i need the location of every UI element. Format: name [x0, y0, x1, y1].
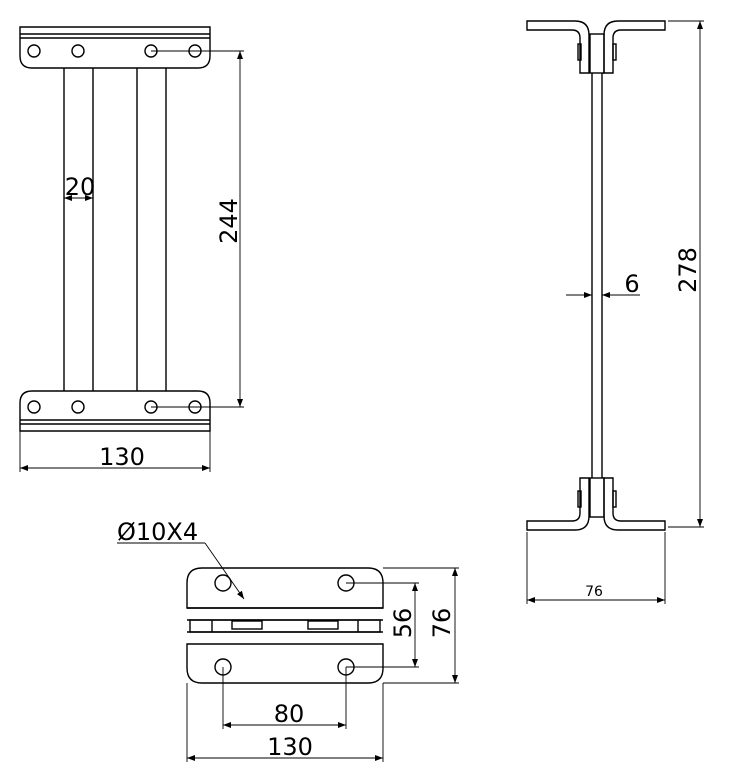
- dimension-front-height: 244: [215, 198, 243, 244]
- top-view: Ø10X4 56 76 80 130: [117, 518, 459, 762]
- dimension-hole-spacing-horizontal: 80: [274, 700, 305, 728]
- hole-callout: Ø10X4: [117, 518, 198, 546]
- bottom-plate: [19, 390, 211, 432]
- dimension-front-width: 130: [99, 443, 145, 471]
- dimension-rod-thickness: 6: [624, 270, 639, 298]
- top-plate: [19, 26, 211, 69]
- dimension-side-depth: 76: [585, 584, 603, 600]
- dimension-overall-height: 76: [428, 608, 456, 639]
- dimension-hole-spacing-vertical: 56: [389, 608, 417, 639]
- front-view: 20 244 130: [19, 26, 244, 472]
- dimension-overall-width: 130: [267, 733, 313, 761]
- side-view: 6 278 76: [526, 20, 704, 604]
- dimension-side-height: 278: [674, 247, 702, 293]
- support-bars: [63, 68, 167, 391]
- dimension-bar-width: 20: [65, 173, 96, 201]
